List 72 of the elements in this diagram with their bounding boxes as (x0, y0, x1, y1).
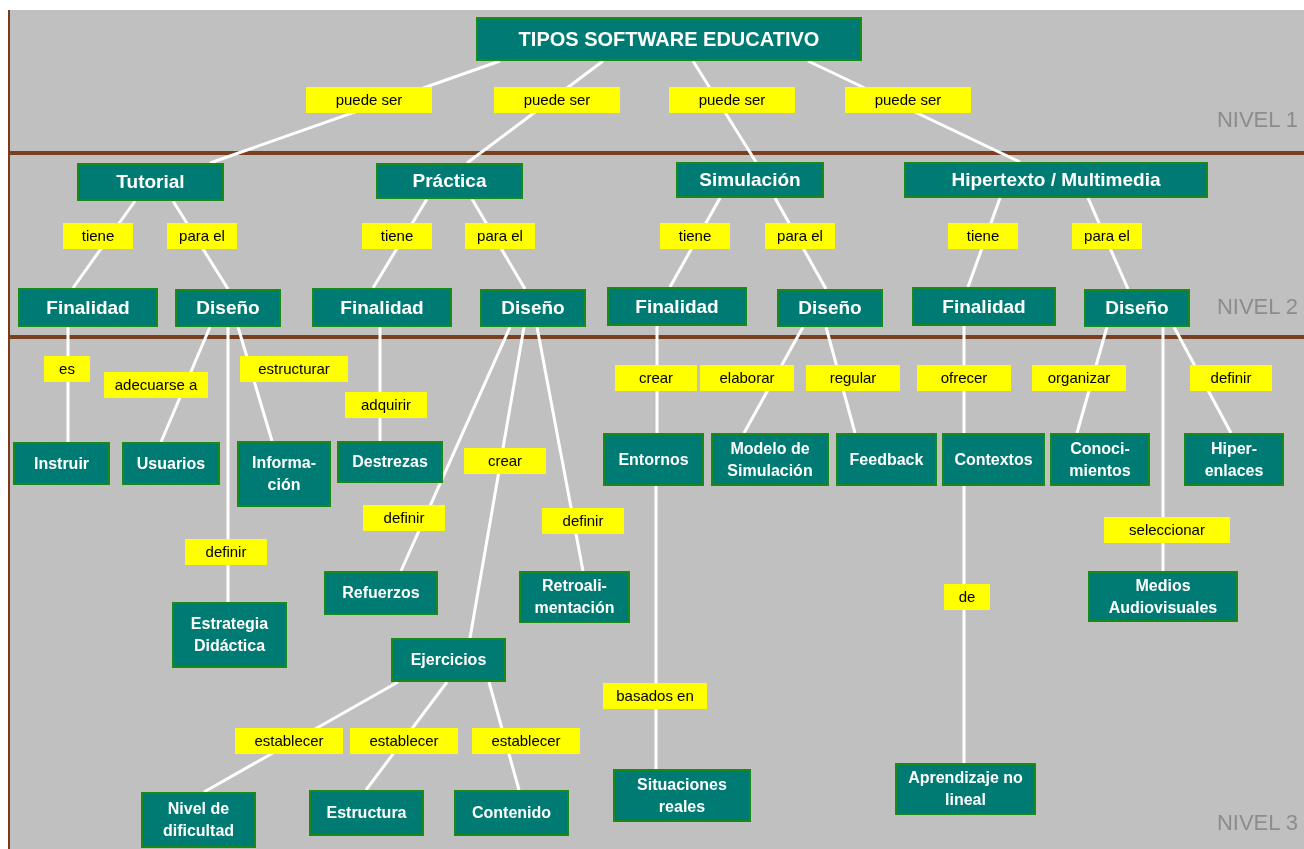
concept-box: Nivel de dificultad (141, 792, 256, 848)
edge-label: adecuarse a (104, 372, 208, 398)
connector-line (654, 486, 658, 769)
concept-box: Finalidad (18, 288, 158, 327)
edge-label: definir (1190, 365, 1272, 391)
edge-label: establecer (235, 728, 343, 754)
concept-box: Informa- ción (237, 441, 331, 507)
connector-line (468, 326, 526, 639)
connector-line (962, 486, 966, 763)
connector-line (226, 327, 230, 602)
concept-box: Tutorial (77, 163, 224, 201)
concept-box: Instruir (13, 442, 110, 485)
edge-label: tiene (63, 223, 133, 249)
concept-box: Modelo de Simulación (711, 433, 829, 486)
edge-label: seleccionar (1104, 517, 1230, 543)
edge-label: definir (185, 539, 267, 565)
edge-label: tiene (660, 223, 730, 249)
edge-label: basados en (603, 683, 707, 709)
edge-label: definir (542, 508, 624, 534)
concept-box: Entornos (603, 433, 704, 486)
concept-box: Contextos (942, 433, 1045, 486)
connector-line (1161, 327, 1165, 571)
edge-label: puede ser (845, 87, 971, 113)
edge-label: tiene (948, 223, 1018, 249)
concept-box: Feedback (836, 433, 937, 486)
concept-box: Diseño (1084, 289, 1190, 327)
concept-box: Retroali- mentación (519, 571, 630, 623)
edge-label: para el (167, 223, 237, 249)
concept-box: Situaciones reales (613, 769, 751, 822)
concept-box: Ejercicios (391, 638, 506, 682)
edge-label: crear (464, 448, 546, 474)
edge-label: es (44, 356, 90, 382)
edge-label: establecer (350, 728, 458, 754)
concept-box: Simulación (676, 162, 824, 198)
concept-box: Conoci- mientos (1050, 433, 1150, 486)
concept-box: Hiper- enlaces (1184, 433, 1284, 486)
edge-label: definir (363, 505, 445, 531)
concept-box: Diseño (480, 289, 586, 327)
edge-label: puede ser (669, 87, 795, 113)
concept-box: Estrategia Didáctica (172, 602, 287, 668)
connector-line (535, 326, 585, 572)
concept-box: Diseño (777, 289, 883, 327)
concept-box: Destrezas (337, 441, 443, 483)
edge-label: adquirir (345, 392, 427, 418)
edge-label: regular (806, 365, 900, 391)
concept-box: Usuarios (122, 442, 220, 485)
edge-label: organizar (1032, 365, 1126, 391)
concept-box: Práctica (376, 163, 523, 199)
edge-label: puede ser (306, 87, 432, 113)
concept-box: Aprendizaje no lineal (895, 763, 1036, 815)
edge-label: tiene (362, 223, 432, 249)
edge-label: elaborar (700, 365, 794, 391)
edge-label: puede ser (494, 87, 620, 113)
concept-box: Contenido (454, 790, 569, 836)
edge-label: de (944, 584, 990, 610)
connector-line (399, 326, 512, 572)
concept-box: Medios Audiovisuales (1088, 571, 1238, 622)
edge-label: para el (465, 223, 535, 249)
edge-label: crear (615, 365, 697, 391)
edge-label: estructurar (240, 356, 348, 382)
edge-label: para el (765, 223, 835, 249)
edge-label: ofrecer (917, 365, 1011, 391)
concept-box: Finalidad (312, 288, 452, 327)
concept-box: TIPOS SOFTWARE EDUCATIVO (476, 17, 862, 61)
edge-label: para el (1072, 223, 1142, 249)
concept-box: Diseño (175, 289, 281, 327)
concept-box: Refuerzos (324, 571, 438, 615)
edge-label: establecer (472, 728, 580, 754)
concept-box: Finalidad (912, 287, 1056, 326)
concept-box: Hipertexto / Multimedia (904, 162, 1208, 198)
concept-box: Finalidad (607, 287, 747, 326)
concept-box: Estructura (309, 790, 424, 836)
